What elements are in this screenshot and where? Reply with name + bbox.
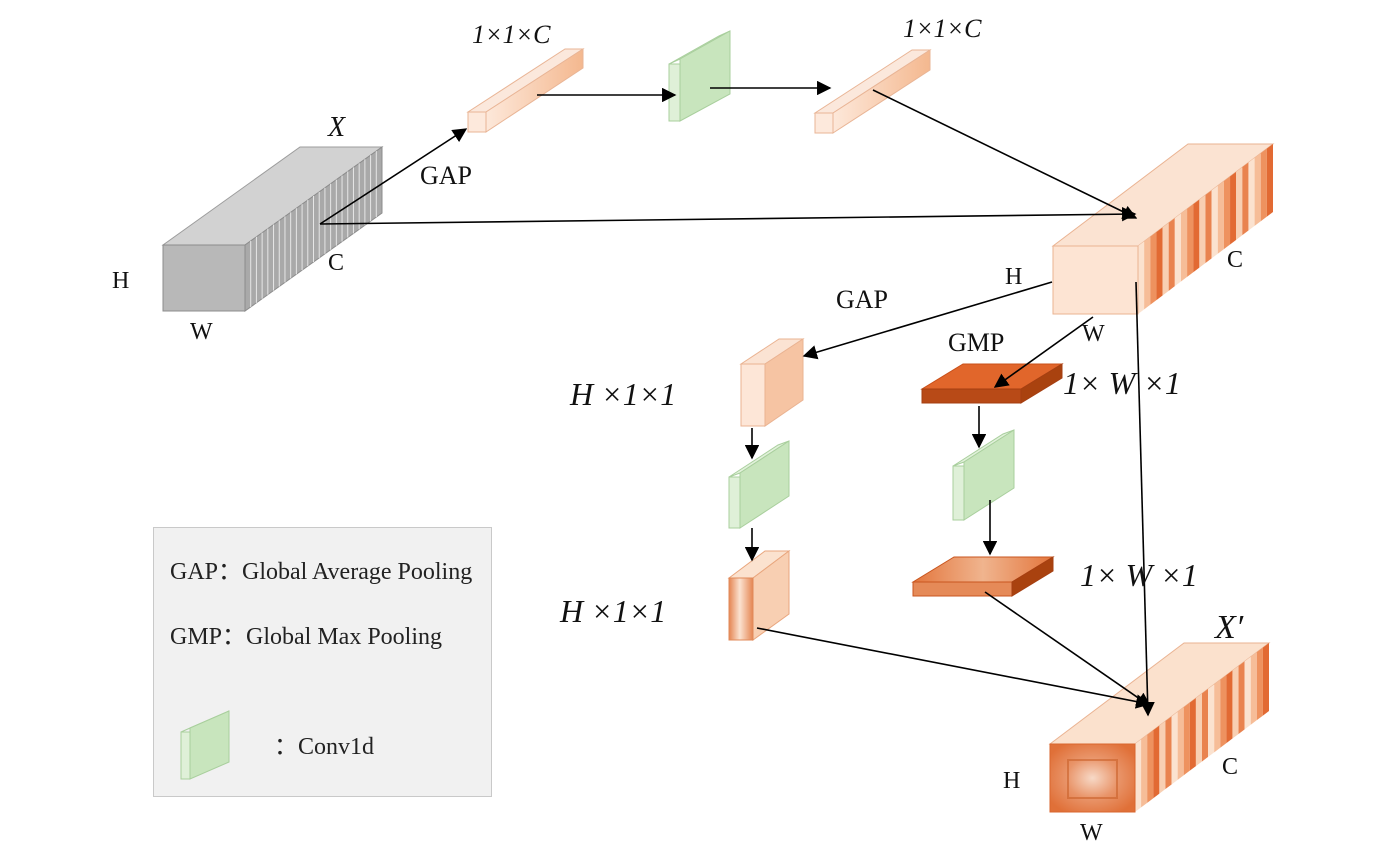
tensor-slice (1242, 162, 1249, 236)
label-out-h: H (1003, 768, 1020, 794)
tensor-slice (1195, 693, 1202, 767)
tensor-slice (1248, 157, 1255, 231)
conv1d-block-top (668, 30, 731, 122)
label-h11-bottom: H ×1×1 (559, 593, 666, 629)
tensor-slice (1260, 148, 1267, 222)
label-x-output: X′ (1213, 609, 1244, 646)
tensor-slice (1135, 739, 1142, 812)
tensor-slice (1174, 213, 1181, 287)
arrow-w1b-to-output (984, 591, 1152, 707)
tensor-slice (1165, 716, 1172, 790)
label-mid-w: W (1082, 321, 1105, 347)
arrow-h11b-to-output (756, 627, 1151, 709)
tensor-slice (1144, 236, 1151, 310)
tensor-slice (1180, 208, 1188, 282)
arrow-gap-up (319, 128, 468, 225)
label-w1-bottom: 1× W ×1 (1080, 557, 1198, 593)
label-x-input: X (327, 112, 346, 143)
tensor-slice (1183, 702, 1190, 776)
tensor-slice (1208, 684, 1215, 757)
tensor-slice (1171, 711, 1178, 785)
tensor-slice (1230, 171, 1237, 245)
tensor-slice (1266, 144, 1273, 217)
tensor-slice (1232, 665, 1239, 739)
input-tensor-block (161, 146, 384, 312)
pooled-vector-top-left (466, 48, 585, 133)
tensor-slice (1189, 698, 1196, 771)
tensor-slice (1238, 661, 1245, 734)
arrow-skip-to-tensor (319, 206, 1137, 225)
tensor-slice (1202, 688, 1209, 762)
tensor-slice (1217, 181, 1224, 254)
label-input-h: H (112, 268, 129, 294)
tensor-slice (1187, 204, 1194, 277)
label-gmp: GMP (948, 328, 1004, 357)
label-w1-top: 1× W ×1 (1063, 365, 1181, 401)
tensor-slice (1250, 652, 1257, 725)
tensor-slice (1162, 222, 1169, 296)
conv1d-block-left (728, 440, 790, 529)
tensor-slice (1254, 153, 1261, 226)
tensor-slice (1226, 670, 1233, 744)
legend-conv1d: ：Conv1d (274, 734, 375, 760)
conv1d-block-right (952, 429, 1015, 521)
label-vec-top-right: 1×1×C (903, 14, 982, 43)
tensor-slice (1211, 185, 1218, 259)
tensor-slice (1220, 675, 1227, 748)
label-h11-top: H ×1×1 (569, 376, 676, 412)
label-gap-top: GAP (420, 161, 472, 190)
arrow-gap-to-h11 (802, 281, 1053, 360)
tensor-slice (1193, 199, 1200, 273)
tensor-slice (1199, 195, 1206, 268)
flow-arrows (319, 80, 1155, 717)
arrow-gmp-to-w1 (993, 316, 1094, 388)
conv1d-legend-icon (180, 710, 230, 780)
arrow-tensor-to-output (1135, 281, 1155, 717)
tensor-slice (1214, 679, 1221, 753)
tensor-slice (1262, 643, 1269, 716)
legend-gmp: GMP：Global Max Pooling (170, 624, 443, 650)
tensor-slice (1205, 190, 1212, 263)
tensor-slice (1236, 167, 1243, 240)
tensor-slice (1159, 721, 1166, 794)
tensor-slice (1156, 227, 1163, 301)
label-gap-mid: GAP (836, 285, 888, 314)
label-out-w: W (1080, 820, 1103, 846)
output-tensor-block (1048, 642, 1271, 813)
label-out-c: C (1222, 754, 1238, 780)
legend-gap: GAP：Global Average Pooling (170, 559, 473, 585)
tensor-slice (1141, 734, 1148, 808)
tensor-slice (1138, 241, 1145, 314)
pooled-vector-top-right (813, 49, 932, 134)
label-mid-h: H (1005, 264, 1022, 290)
label-input-c: C (328, 250, 344, 276)
h11-attention-block (727, 550, 791, 641)
w1-pooled-plate (920, 363, 1064, 404)
legend-box: GAP：Global Average Pooling GMP：Global Ma… (153, 527, 492, 797)
label-input-w: W (190, 319, 213, 345)
tensor-slice (1153, 725, 1160, 799)
channel-weighted-tensor (1051, 143, 1275, 315)
label-vec-top-left: 1×1×C (472, 20, 551, 49)
h11-pooled-block (739, 338, 805, 427)
tensor-slice (1177, 707, 1184, 780)
tensor-slice (1256, 647, 1263, 721)
w1-attention-plate (911, 556, 1055, 597)
tensor-slice (1168, 218, 1175, 291)
arrow-vec-to-tensor (872, 89, 1138, 219)
label-mid-c: C (1227, 247, 1243, 273)
tensor-slice (1147, 730, 1154, 803)
tensor-slice (1223, 176, 1231, 250)
tensor-slice (1244, 656, 1251, 730)
tensor-slice (1150, 232, 1157, 305)
